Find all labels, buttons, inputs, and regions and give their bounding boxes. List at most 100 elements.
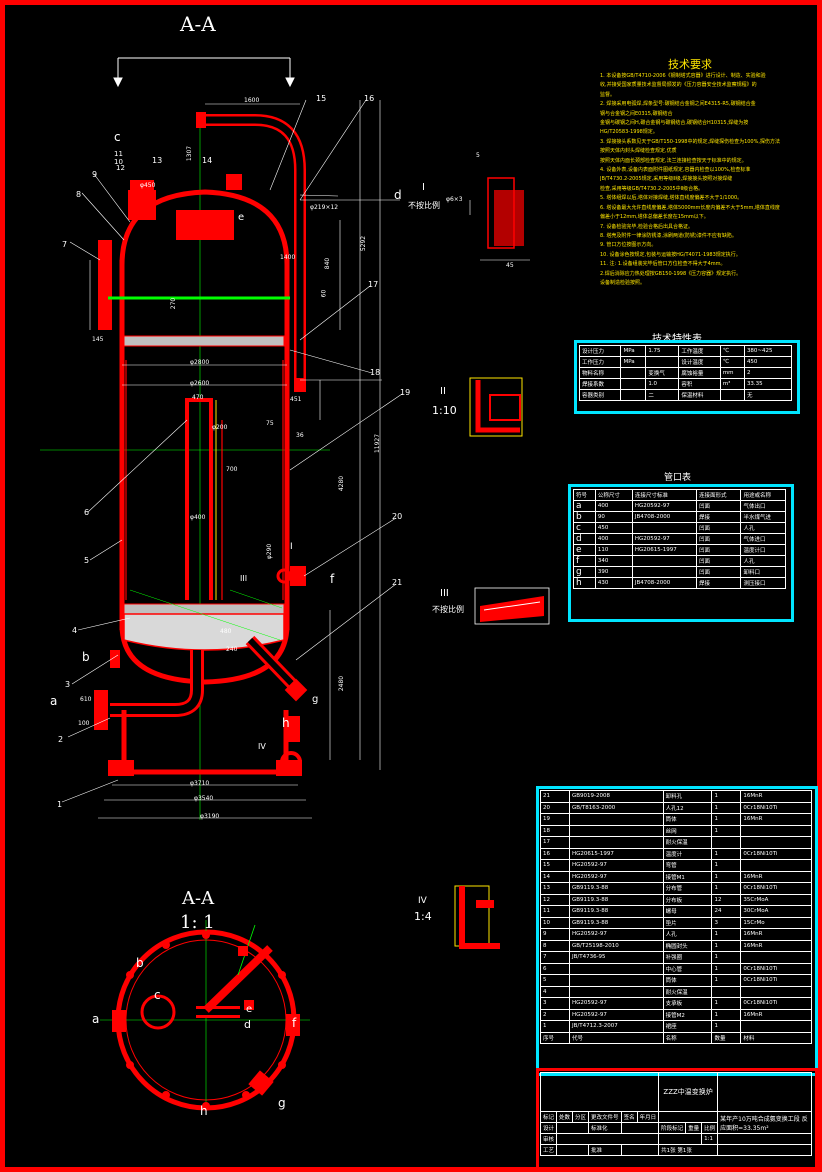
top-elbow-flange: [196, 112, 206, 128]
notes-title: 技术要求: [668, 58, 712, 71]
detail-II-scale: 1:10: [432, 404, 457, 417]
dim-2480: 2480: [338, 675, 346, 692]
detail-I-dim-6: φ6×3: [446, 196, 463, 203]
title-block-frame: [536, 1068, 818, 1170]
table-cell: [620, 1144, 660, 1156]
table-cell: 半水煤气进: [740, 511, 786, 523]
leader-lines: [61, 99, 403, 803]
table-cell: 1.75: [645, 345, 680, 357]
header-cell: 序号: [540, 1031, 570, 1044]
detail-I-dim-45: 45: [506, 262, 514, 269]
dim-480: 480: [220, 628, 232, 635]
table-cell: 筒体: [662, 974, 713, 987]
table-cell: 分区: [572, 1111, 590, 1123]
table-cell: 15CrMo: [740, 916, 812, 929]
plan-title: A-A: [182, 888, 215, 909]
table-cell: 16MnR: [740, 1008, 812, 1021]
table-cell: [645, 356, 680, 368]
table-cell: HG20615-1997: [631, 544, 698, 556]
note-line: 金钢与碳钢之间H,碳合金钢与碳钢结合,碳钢结合H10315,焊缝为按: [600, 120, 749, 127]
table-cell: 90: [594, 511, 633, 523]
skirt-base-left: [108, 760, 134, 776]
part-number-12: 12: [116, 164, 125, 172]
detail-IV-scale: 1:4: [414, 910, 432, 923]
table-cell: 温度计: [662, 847, 713, 860]
dim-2800: φ2800: [190, 359, 210, 366]
skirt: [112, 710, 298, 775]
part-number-16: 16: [364, 94, 375, 103]
table-cell: [556, 1144, 590, 1156]
part-number-18: 18: [370, 368, 381, 377]
nozzle-b: [110, 650, 120, 668]
table-cell: 0Cr18Ni10Ti: [740, 801, 812, 814]
table-cell: 保温材料: [678, 389, 721, 401]
note-line: 监督。: [600, 91, 616, 98]
hatch-green: [129, 589, 283, 641]
table-cell: 卸料口: [740, 566, 786, 578]
dim-840: 840: [324, 257, 332, 270]
table-cell: [568, 813, 664, 826]
note-line: HG/T20583-1998规定。: [600, 129, 658, 136]
dim-200: φ200: [212, 424, 228, 431]
table-cell: 1: [711, 974, 742, 987]
dim-3710: φ3710: [190, 780, 210, 787]
table-cell: 标记: [539, 1111, 558, 1123]
dim-1307: 1307: [186, 145, 194, 162]
table-cell: 450: [743, 356, 793, 368]
plan-label-c: c: [154, 988, 161, 1002]
dim-240: 240: [226, 646, 238, 653]
table-cell: 1: [711, 824, 742, 837]
detail-IV: [454, 885, 500, 949]
note-line: 按照天体内面长颈部检查规定,法兰连接检查按天于标准中的规定。: [600, 157, 747, 164]
table-cell: 设计: [539, 1122, 558, 1134]
table-cell: g: [573, 566, 596, 578]
detail-III-title: III: [440, 588, 449, 599]
table-cell: 1: [711, 790, 742, 803]
table-cell: 容积: [678, 378, 721, 390]
table-cell: 人孔: [740, 555, 786, 567]
table-cell: 17: [540, 836, 570, 849]
table-cell: 椭圆封头: [662, 939, 713, 952]
table-cell: 标准化: [588, 1122, 622, 1134]
dim-270: 270: [170, 297, 178, 310]
table-cell: 400: [594, 500, 633, 512]
note-line: 检查,采用等级GB/T4730.2-2005中Ⅱ级合格。: [600, 185, 704, 192]
table-cell: [568, 974, 664, 987]
table-cell: 2: [540, 1008, 570, 1021]
note-line: 收,并接受国家质量技术监督局颁发的《压力容器安全技术监察规程》的: [600, 82, 757, 89]
table-cell: [740, 985, 812, 998]
part-number-14: 14: [202, 156, 213, 165]
table-cell: ℃: [719, 356, 745, 368]
table-cell: 13: [540, 882, 570, 895]
table-cell: MPa: [620, 356, 647, 368]
top-manhole: [128, 174, 242, 240]
note-line: 4. 设备外表,设备内表面附件图纸规定,容器内检查以100%,检查标准: [600, 167, 751, 174]
dim-400: φ400: [190, 514, 206, 521]
table-cell: 0Cr18Ni10Ti: [740, 974, 812, 987]
nozzle-label-b: b: [82, 650, 90, 664]
table-cell: 16MnR: [740, 928, 812, 941]
table-cell: 中心管: [662, 962, 713, 975]
outlet-bend-inner: [110, 650, 201, 714]
table-cell: 12: [711, 893, 742, 906]
table-cell: 工作压力: [578, 356, 622, 368]
table-cell: GB9119.3-88: [568, 905, 664, 918]
scale-value: 1:1: [701, 1133, 719, 1145]
table-cell: 焊接: [695, 577, 742, 589]
table-cell: 16MnR: [740, 813, 812, 826]
detail-III-note: 不按比例: [432, 605, 464, 614]
table-cell: 气体进口: [740, 533, 786, 545]
nozzle-IV: [280, 751, 302, 773]
header-cell: 连接面形式: [695, 489, 742, 501]
header-cell: 材料: [740, 1031, 812, 1044]
note-line: 2.焊后消除应力热处理按GB150-1998《压力容器》规定执行。: [600, 270, 742, 277]
table-cell: 1: [711, 847, 742, 860]
table-cell: 凹面: [695, 555, 742, 567]
